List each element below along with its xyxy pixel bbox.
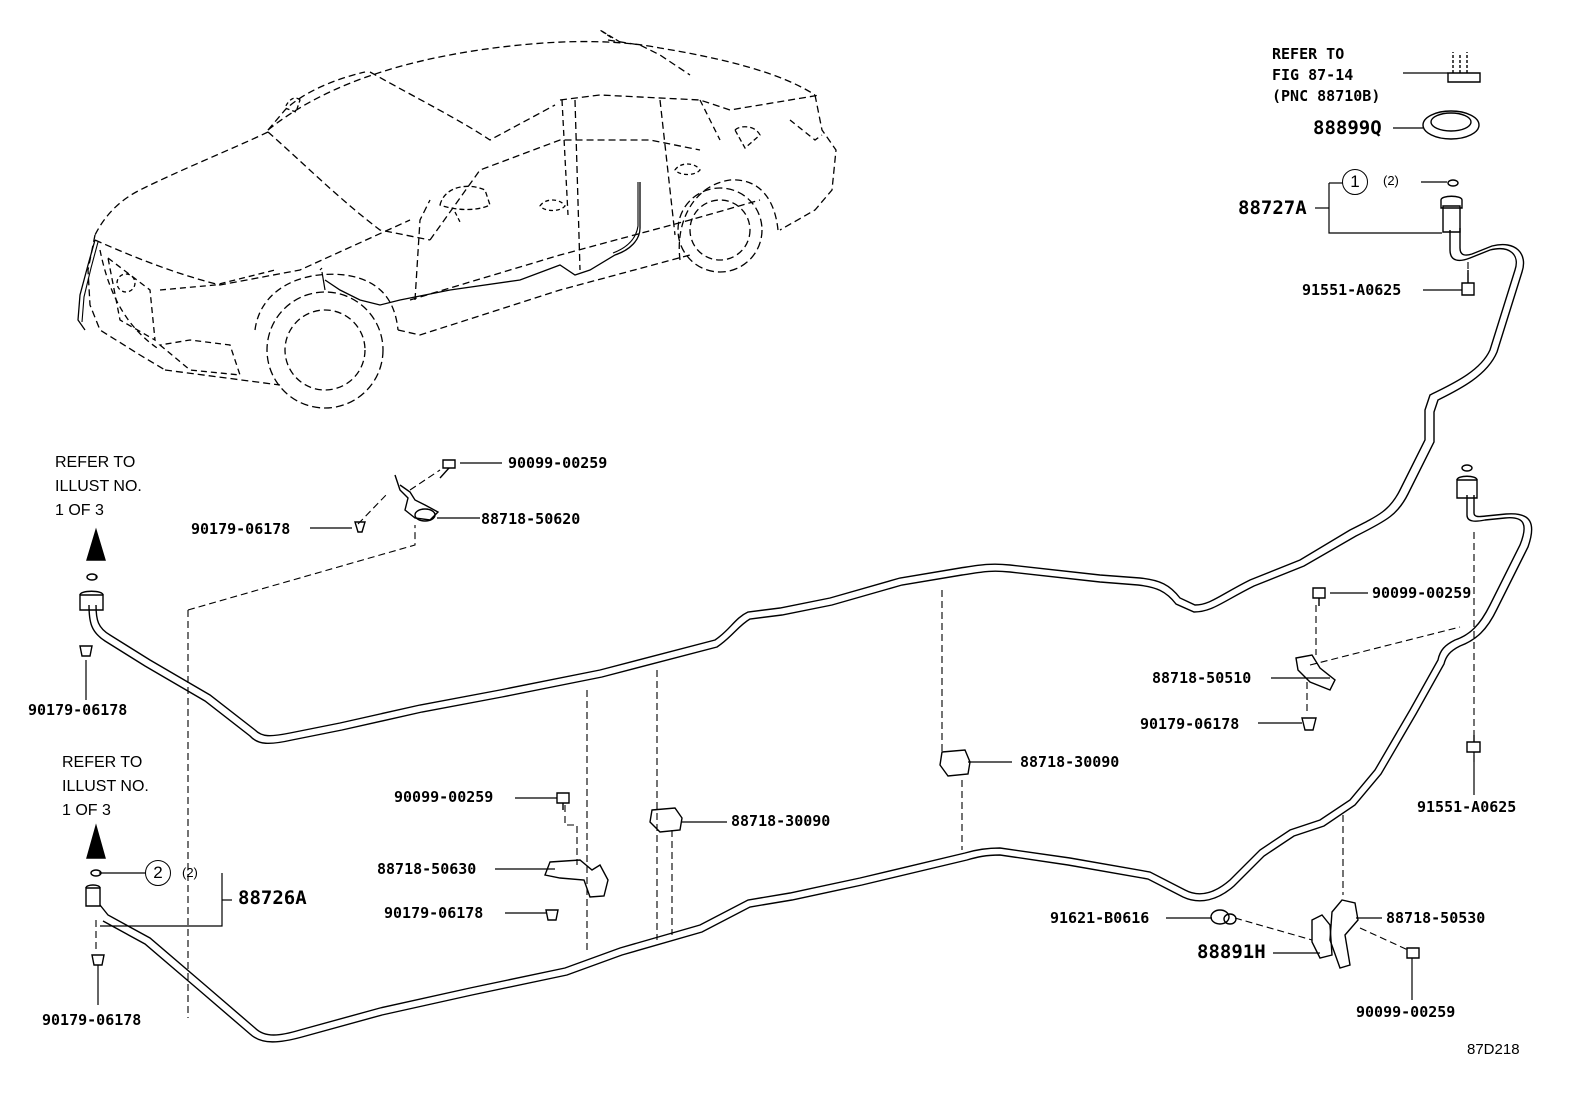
part-90099-00259-bottom[interactable]: 90099-00259 (1356, 1003, 1456, 1021)
part-88727A[interactable]: 88727A (1238, 197, 1307, 219)
part-88718-50510[interactable]: 88718-50510 (1152, 669, 1252, 687)
part-88899Q[interactable]: 88899Q (1313, 117, 1382, 139)
washer-hose-lower (79, 475, 1533, 1043)
part-90179-06178-bottom[interactable]: 90179-06178 (42, 1011, 142, 1029)
part-90099-00259-top[interactable]: 90099-00259 (508, 454, 608, 472)
part-88718-50620[interactable]: 88718-50620 (481, 510, 581, 528)
refer-illust-note-top: REFER TO ILLUST NO. 1 OF 3 (55, 454, 142, 519)
leader-lines (85, 72, 1475, 1005)
part-88718-50530[interactable]: 88718-50530 (1386, 909, 1486, 927)
part-88726A[interactable]: 88726A (238, 887, 307, 909)
qty-2: (2) (182, 865, 198, 880)
part-88718-30090-a[interactable]: 88718-30090 (1020, 753, 1120, 771)
part-91621-B0616[interactable]: 91621-B0616 (1050, 909, 1150, 927)
refer-illust-note-bottom: REFER TO ILLUST NO. 1 OF 3 (62, 754, 149, 819)
qty-1: (2) (1383, 173, 1399, 188)
car-illustration (77, 29, 837, 409)
part-90099-00259-mid[interactable]: 90099-00259 (394, 788, 494, 806)
part-91551-A0625-bottom[interactable]: 91551-A0625 (1417, 798, 1517, 816)
part-90099-00259-right[interactable]: 90099-00259 (1372, 584, 1472, 602)
part-88718-30090-b[interactable]: 88718-30090 (731, 812, 831, 830)
diagram-code: 87D218 (1467, 1041, 1520, 1058)
callout-circle-2: 2 (145, 860, 171, 886)
part-88718-50630[interactable]: 88718-50630 (377, 860, 477, 878)
part-88891H[interactable]: 88891H (1197, 941, 1266, 963)
refer-fig-note: REFER TO FIG 87-14 (PNC 88710B) (1272, 45, 1381, 105)
part-90179-06178-clip[interactable]: 90179-06178 (191, 520, 291, 538)
callout-circle-1: 1 (1342, 169, 1368, 195)
part-glyphs (79, 52, 1481, 969)
part-90179-06178-mid[interactable]: 90179-06178 (384, 904, 484, 922)
part-91551-A0625-top[interactable]: 91551-A0625 (1302, 281, 1402, 299)
washer-hose-upper (88, 195, 1525, 745)
part-90179-06178-left[interactable]: 90179-06178 (28, 701, 128, 719)
part-90179-06178-right[interactable]: 90179-06178 (1140, 715, 1240, 733)
